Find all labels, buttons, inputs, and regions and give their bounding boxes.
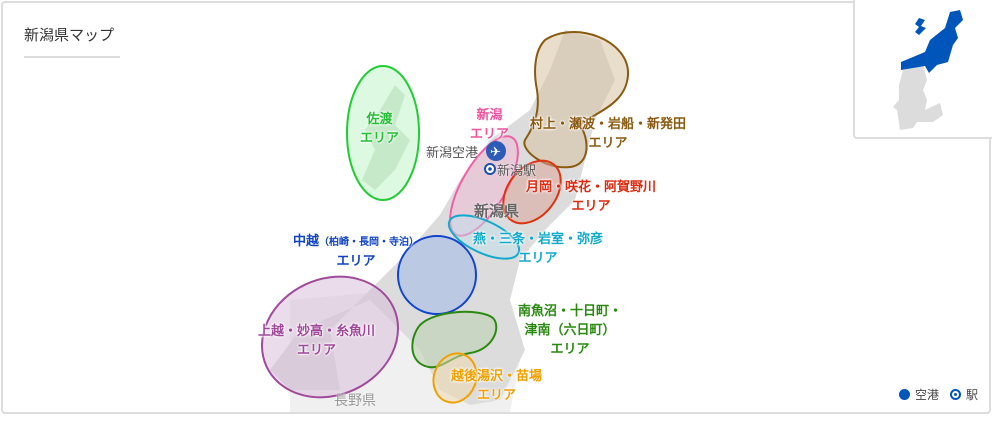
title-underline: [24, 56, 120, 58]
airport-marker-icon[interactable]: [486, 141, 506, 161]
map-panel: [1, 1, 991, 414]
locator-minimap: [853, 0, 992, 139]
station-dot-icon: [488, 167, 492, 171]
minimap-sado: [915, 18, 926, 35]
area-tsubame-label[interactable]: 燕・三条・岩室・弥彦エリア: [473, 232, 604, 266]
locator-map: [893, 10, 963, 130]
prefecture-label: 新潟県: [474, 202, 520, 220]
page-title: 新潟県マップ: [24, 26, 115, 44]
airport-label: 新潟空港: [426, 146, 479, 161]
area-chuetsu-label[interactable]: 中越（柏崎・長岡・寺泊）エリア: [293, 234, 420, 269]
area-sado-shape[interactable]: [346, 65, 420, 201]
station-label: 新潟駅: [497, 164, 537, 179]
area-yuzawa-label[interactable]: 越後湯沢・苗場エリア: [451, 369, 543, 403]
prefecture-land: [270, 30, 615, 405]
map-legend: 空港 駅: [898, 386, 978, 403]
neighbor-prefecture-label: 長野県: [334, 393, 376, 409]
area-niigata-label[interactable]: 新潟エリア: [470, 108, 510, 142]
minimap-niigata: [901, 10, 963, 73]
area-tsukioka-shape[interactable]: [492, 150, 573, 235]
area-murakami-label[interactable]: 村上・瀬波・岩船・新発田エリア: [530, 117, 687, 151]
area-murakami-shape[interactable]: [523, 31, 630, 169]
minimap-neighbor: [893, 65, 943, 130]
legend-station-label: 駅: [965, 388, 978, 402]
area-tsubame-shape[interactable]: [443, 206, 525, 267]
area-sado-label[interactable]: 佐渡エリア: [360, 112, 400, 146]
legend-airport-label: 空港: [914, 388, 939, 402]
area-minami-shape[interactable]: [411, 310, 498, 369]
area-joetsu-shape[interactable]: [242, 255, 418, 419]
area-yuzawa-shape[interactable]: [427, 347, 484, 408]
area-chuetsu-shape[interactable]: [397, 235, 477, 315]
airplane-icon: ✈: [490, 145, 501, 160]
area-minami-label[interactable]: 南魚沼・十日町・津南（六日町）エリア: [518, 304, 623, 357]
airport-legend-icon: [898, 389, 910, 400]
area-tsukioka-label[interactable]: 月岡・咲花・阿賀野川エリア: [526, 180, 657, 214]
station-legend-icon: [949, 389, 961, 400]
area-joetsu-label[interactable]: 上越・妙高・糸魚川エリア: [258, 324, 376, 358]
